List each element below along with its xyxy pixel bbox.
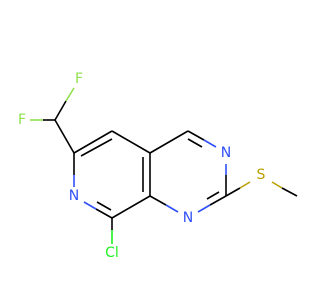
bond-c2-n1-black	[209, 195, 227, 206]
bond-c6-c5-double	[80, 138, 113, 157]
bond-group	[30, 87, 298, 244]
bond-c2-n1-blue	[197, 204, 211, 213]
atom-label-sulfur: S	[257, 167, 266, 183]
bond-c4a-to-c4	[149, 130, 189, 154]
atom-label-f-top: F	[75, 71, 83, 87]
bond-c8a-c8	[111, 195, 151, 219]
molecule-structure-diagram: F F N N N S Cl	[18, 71, 298, 261]
atom-label-n-ring-right-top: N	[221, 145, 231, 161]
bond-n1-c8a-black	[149, 195, 167, 206]
bond-c-f-top-black	[54, 100, 67, 121]
bond-c2-s-yellow	[239, 181, 251, 189]
bond-c2-n1-double-black	[206, 191, 220, 200]
bond-c4-n3-blue	[203, 139, 217, 148]
atom-label-chlorine: Cl	[105, 245, 119, 261]
atom-label-n-ring-left: N	[69, 188, 79, 204]
bond-c4-n3-double-black	[187, 138, 203, 148]
bond-n1-c8a-blue	[165, 204, 179, 213]
bond-c4-n3-black	[187, 130, 205, 141]
bond-c8-n7-blue	[83, 201, 97, 210]
bond-s-ch3-yellow	[271, 181, 283, 189]
bond-c8-n7-black	[95, 208, 113, 219]
bond-c-f-top-green	[65, 87, 75, 102]
bond-c5-c4a	[111, 130, 151, 154]
bond-c8-n7-double-black	[96, 201, 112, 211]
atom-label-f-left: F	[18, 112, 26, 128]
bond-c6-c5	[73, 130, 113, 154]
bond-s-ch3-black	[281, 187, 298, 197]
bond-chf2-ring	[54, 119, 75, 154]
bond-c2-s-black	[225, 187, 241, 197]
atom-label-n-ring-right-bottom: N	[183, 210, 193, 226]
